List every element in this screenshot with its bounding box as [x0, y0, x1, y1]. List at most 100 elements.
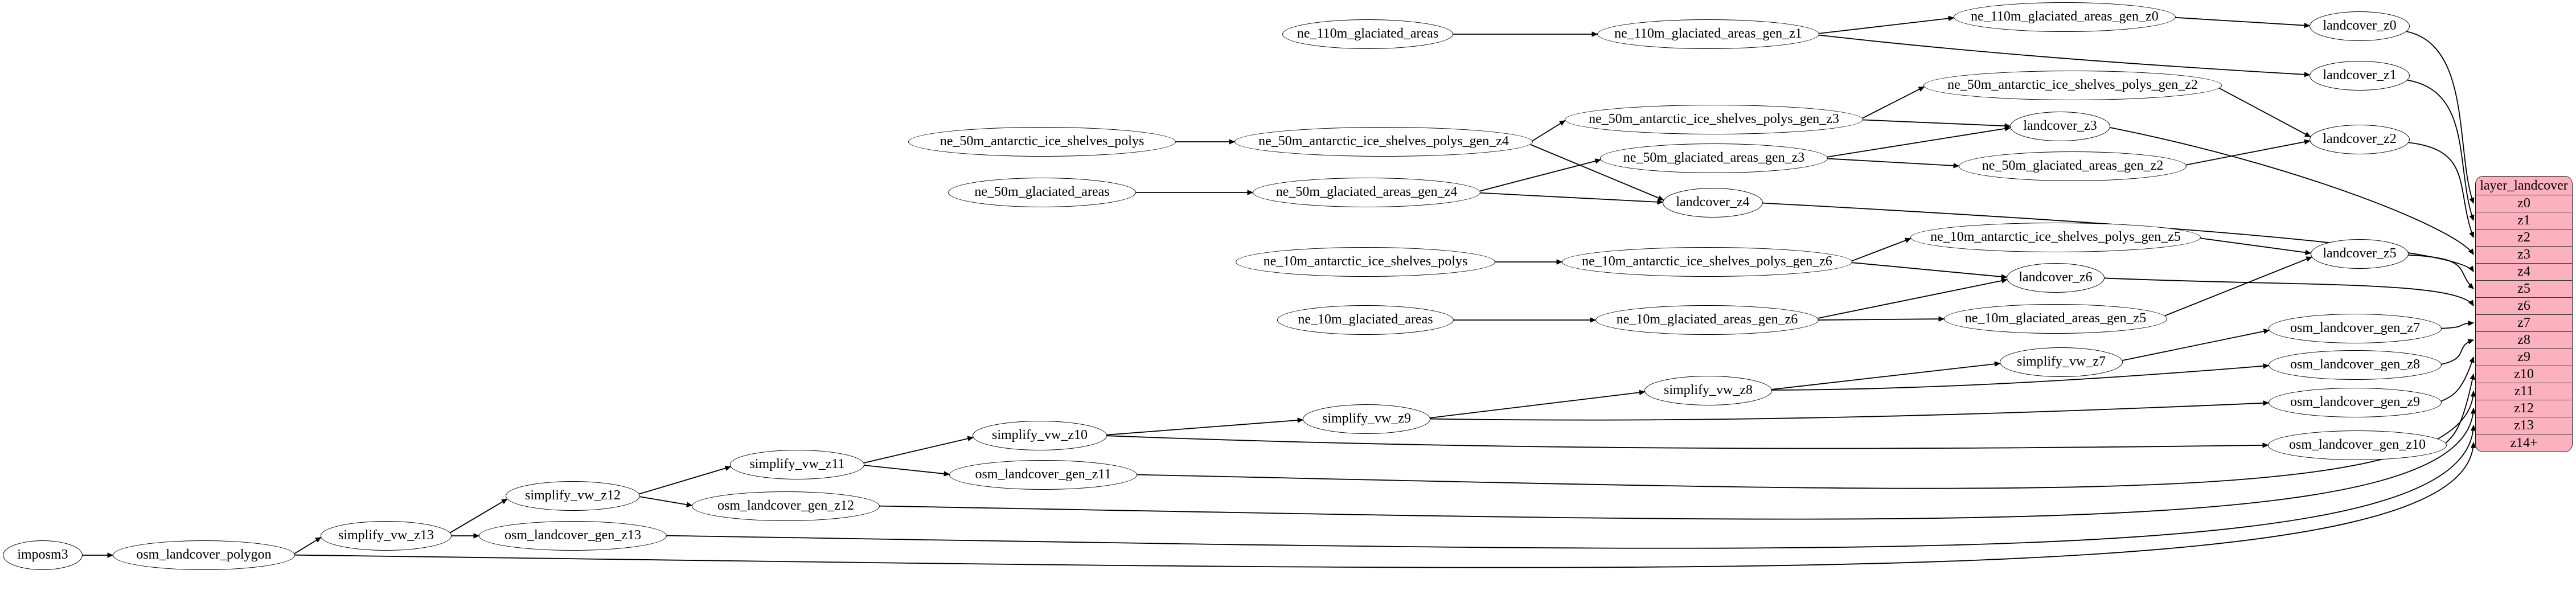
table-row-z8: z8 — [2476, 332, 2572, 349]
edge-osm_landcover_gen_z12-to-row-z12 — [879, 407, 2476, 520]
node-ne_50m_glaciated_areas_gen_z4: ne_50m_glaciated_areas_gen_z4 — [1253, 178, 1480, 207]
table-row-z7: z7 — [2476, 315, 2572, 332]
edge-ne_10m_glaciated_areas_gen_z5-to-landcover_z5 — [2164, 256, 2312, 317]
node-osm_landcover_polygon: osm_landcover_polygon — [113, 540, 295, 570]
node-osm_landcover_gen_z13: osm_landcover_gen_z13 — [479, 521, 667, 551]
node-osm_landcover_gen_z9: osm_landcover_gen_z9 — [2269, 388, 2442, 417]
table-row-z0: z0 — [2476, 195, 2572, 212]
node-label: ne_50m_antarctic_ice_shelves_polys — [940, 134, 1145, 149]
node-label: ne_110m_glaciated_areas_gen_z1 — [1614, 26, 1802, 41]
node-label: ne_50m_glaciated_areas — [974, 184, 1110, 199]
node-label: osm_landcover_gen_z12 — [717, 498, 854, 513]
node-simplify_vw_z11: simplify_vw_z11 — [730, 450, 864, 479]
node-label: ne_50m_antarctic_ice_shelves_polys_gen_z… — [1589, 112, 1839, 126]
edge-simplify_vw_z9-to-simplify_vw_z8 — [1430, 389, 1646, 419]
edge-osm_landcover_gen_z9-to-row-z9 — [2440, 356, 2475, 402]
node-label: simplify_vw_z11 — [749, 457, 845, 471]
node-label: simplify_vw_z13 — [338, 528, 434, 543]
edge-ne_50m_antarctic_ice_shelves_polys_gen_z4-to-landcover_z4 — [1530, 143, 1664, 201]
node-label: landcover_z3 — [2023, 118, 2097, 133]
node-ne_110m_glaciated_areas_gen_z1: ne_110m_glaciated_areas_gen_z1 — [1597, 19, 1819, 49]
table-row-z2: z2 — [2476, 229, 2572, 247]
node-label: ne_10m_antarctic_ice_shelves_polys — [1263, 254, 1468, 269]
node-label: ne_50m_glaciated_areas_gen_z3 — [1623, 150, 1805, 165]
edge-simplify_vw_z10-to-simplify_vw_z9 — [1106, 417, 1304, 436]
node-label: landcover_z6 — [2019, 270, 2093, 285]
node-label: simplify_vw_z10 — [992, 428, 1088, 442]
edge-ne_50m_glaciated_areas_gen_z4-to-ne_50m_glaciated_areas_gen_z3 — [1479, 158, 1602, 192]
edge-osm_landcover_gen_z10-to-row-z10 — [2445, 373, 2475, 444]
edge-osm_landcover_gen_z8-to-row-z8 — [2441, 339, 2475, 365]
edge-landcover_z1-to-row-z1 — [2407, 79, 2475, 222]
node-ne_10m_glaciated_areas: ne_10m_glaciated_areas — [1277, 305, 1454, 335]
node-label: ne_10m_glaciated_areas — [1298, 312, 1433, 327]
edge-landcover_z2-to-row-z2 — [2408, 142, 2475, 239]
edge-ne_10m_antarctic_ice_shelves_polys_gen_z6-to-landcover_z6 — [1852, 262, 2008, 280]
edge-ne_10m_antarctic_ice_shelves_polys_gen_z6-to-ne_10m_antarctic_ice_shelves_polys_gen_z5 — [1852, 237, 1912, 262]
node-landcover_z1: landcover_z1 — [2310, 61, 2410, 91]
edge-osm_landcover_gen_z13-to-row-z13 — [666, 424, 2476, 549]
table-row-z1: z1 — [2476, 212, 2572, 229]
table-row-z4: z4 — [2476, 264, 2572, 281]
edge-ne_50m_antarctic_ice_shelves_polys_gen_z2-to-landcover_z2 — [2219, 88, 2311, 137]
node-landcover_z0: landcover_z0 — [2310, 11, 2410, 41]
edge-osm_landcover_polygon-to-row-z14+ — [294, 441, 2476, 568]
edge-simplify_vw_z8-to-osm_landcover_gen_z8 — [1771, 363, 2270, 391]
node-ne_50m_glaciated_areas: ne_50m_glaciated_areas — [948, 178, 1136, 207]
table-row-z9: z9 — [2476, 349, 2572, 366]
node-label: ne_10m_glaciated_areas_gen_z5 — [1964, 311, 2147, 326]
node-label: osm_landcover_gen_z9 — [2290, 395, 2420, 409]
node-label: imposm3 — [17, 547, 68, 562]
edge-landcover_z6-to-row-z6 — [2104, 277, 2474, 306]
edge-ne_10m_glaciated_areas_gen_z6-to-ne_10m_glaciated_areas_gen_z5 — [1818, 316, 1945, 322]
edge-simplify_vw_z12-to-simplify_vw_z11 — [639, 465, 732, 495]
edge-simplify_vw_z10-to-osm_landcover_gen_z10 — [1106, 435, 2269, 449]
node-label: ne_50m_antarctic_ice_shelves_polys_gen_z… — [1258, 134, 1509, 149]
node-label: osm_landcover_gen_z13 — [504, 528, 641, 543]
node-label: ne_10m_antarctic_ice_shelves_polys_gen_z… — [1930, 229, 2181, 244]
node-simplify_vw_z13: simplify_vw_z13 — [321, 521, 452, 551]
edge-ne_110m_glaciated_areas_gen_z1-to-landcover_z1 — [1819, 34, 2311, 77]
edge-osm_landcover_gen_z7-to-row-z7 — [2441, 320, 2475, 329]
node-ne_50m_glaciated_areas_gen_z3: ne_50m_glaciated_areas_gen_z3 — [1600, 143, 1828, 173]
edge-ne_50m_antarctic_ice_shelves_polys_gen_z3-to-landcover_z3 — [1863, 119, 2011, 129]
node-label: simplify_vw_z8 — [1664, 383, 1753, 397]
node-label: landcover_z4 — [1676, 195, 1750, 210]
node-landcover_z4: landcover_z4 — [1663, 188, 1763, 218]
node-label: ne_50m_antarctic_ice_shelves_polys_gen_z… — [1947, 77, 2198, 92]
edge-ne_50m_antarctic_ice_shelves_polys_gen_z3-to-ne_50m_antarctic_ice_shelves_polys_gen_z2 — [1862, 86, 1925, 119]
edge-ne_10m_antarctic_ice_shelves_polys_gen_z5-to-landcover_z5 — [2200, 237, 2312, 256]
node-ne_50m_antarctic_ice_shelves_polys_gen_z4: ne_50m_antarctic_ice_shelves_polys_gen_z… — [1234, 127, 1533, 157]
edge-ne_50m_glaciated_areas_gen_z3-to-landcover_z3 — [1827, 126, 2011, 158]
node-ne_50m_antarctic_ice_shelves_polys_gen_z3: ne_50m_antarctic_ice_shelves_polys_gen_z… — [1565, 105, 1863, 134]
edge-simplify_vw_z8-to-simplify_vw_z7 — [1771, 361, 2001, 390]
node-label: ne_10m_glaciated_areas_gen_z6 — [1616, 312, 1798, 327]
node-ne_10m_antarctic_ice_shelves_polys_gen_z5: ne_10m_antarctic_ice_shelves_polys_gen_z… — [1910, 223, 2201, 252]
edge-osm_landcover_gen_z11-to-row-z11 — [1137, 390, 2476, 489]
node-landcover_z5: landcover_z5 — [2311, 239, 2409, 269]
node-label: landcover_z1 — [2323, 68, 2397, 83]
node-ne_10m_antarctic_ice_shelves_polys_gen_z6: ne_10m_antarctic_ice_shelves_polys_gen_z… — [1562, 247, 1852, 277]
edge-ne_10m_glaciated_areas_gen_z6-to-landcover_z6 — [1818, 278, 2008, 319]
edge-ne_110m_glaciated_areas_gen_z0-to-landcover_z0 — [2175, 17, 2311, 28]
node-landcover_z6: landcover_z6 — [2007, 263, 2105, 293]
edge-landcover_z3-to-row-z3 — [2110, 127, 2474, 255]
edge-ne_50m_glaciated_areas_gen_z3-to-ne_50m_glaciated_areas_gen_z2 — [1827, 158, 1960, 169]
node-label: landcover_z0 — [2323, 18, 2397, 33]
node-label: simplify_vw_z7 — [2017, 354, 2106, 369]
node-landcover_z3: landcover_z3 — [2010, 112, 2110, 141]
node-simplify_vw_z7: simplify_vw_z7 — [2000, 347, 2123, 377]
node-simplify_vw_z9: simplify_vw_z9 — [1303, 404, 1430, 434]
node-ne_50m_antarctic_ice_shelves_polys_gen_z2: ne_50m_antarctic_ice_shelves_polys_gen_z… — [1923, 71, 2222, 100]
node-ne_50m_antarctic_ice_shelves_polys: ne_50m_antarctic_ice_shelves_polys — [908, 127, 1176, 157]
node-ne_10m_glaciated_areas_gen_z6: ne_10m_glaciated_areas_gen_z6 — [1595, 305, 1819, 335]
node-label: ne_50m_glaciated_areas_gen_z2 — [1982, 158, 2164, 173]
node-ne_10m_antarctic_ice_shelves_polys: ne_10m_antarctic_ice_shelves_polys — [1236, 247, 1495, 277]
table-row-z10: z10 — [2476, 366, 2572, 383]
node-ne_110m_glaciated_areas: ne_110m_glaciated_areas — [1282, 19, 1453, 49]
node-osm_landcover_gen_z12: osm_landcover_gen_z12 — [692, 491, 880, 521]
node-label: simplify_vw_z9 — [1322, 411, 1411, 426]
